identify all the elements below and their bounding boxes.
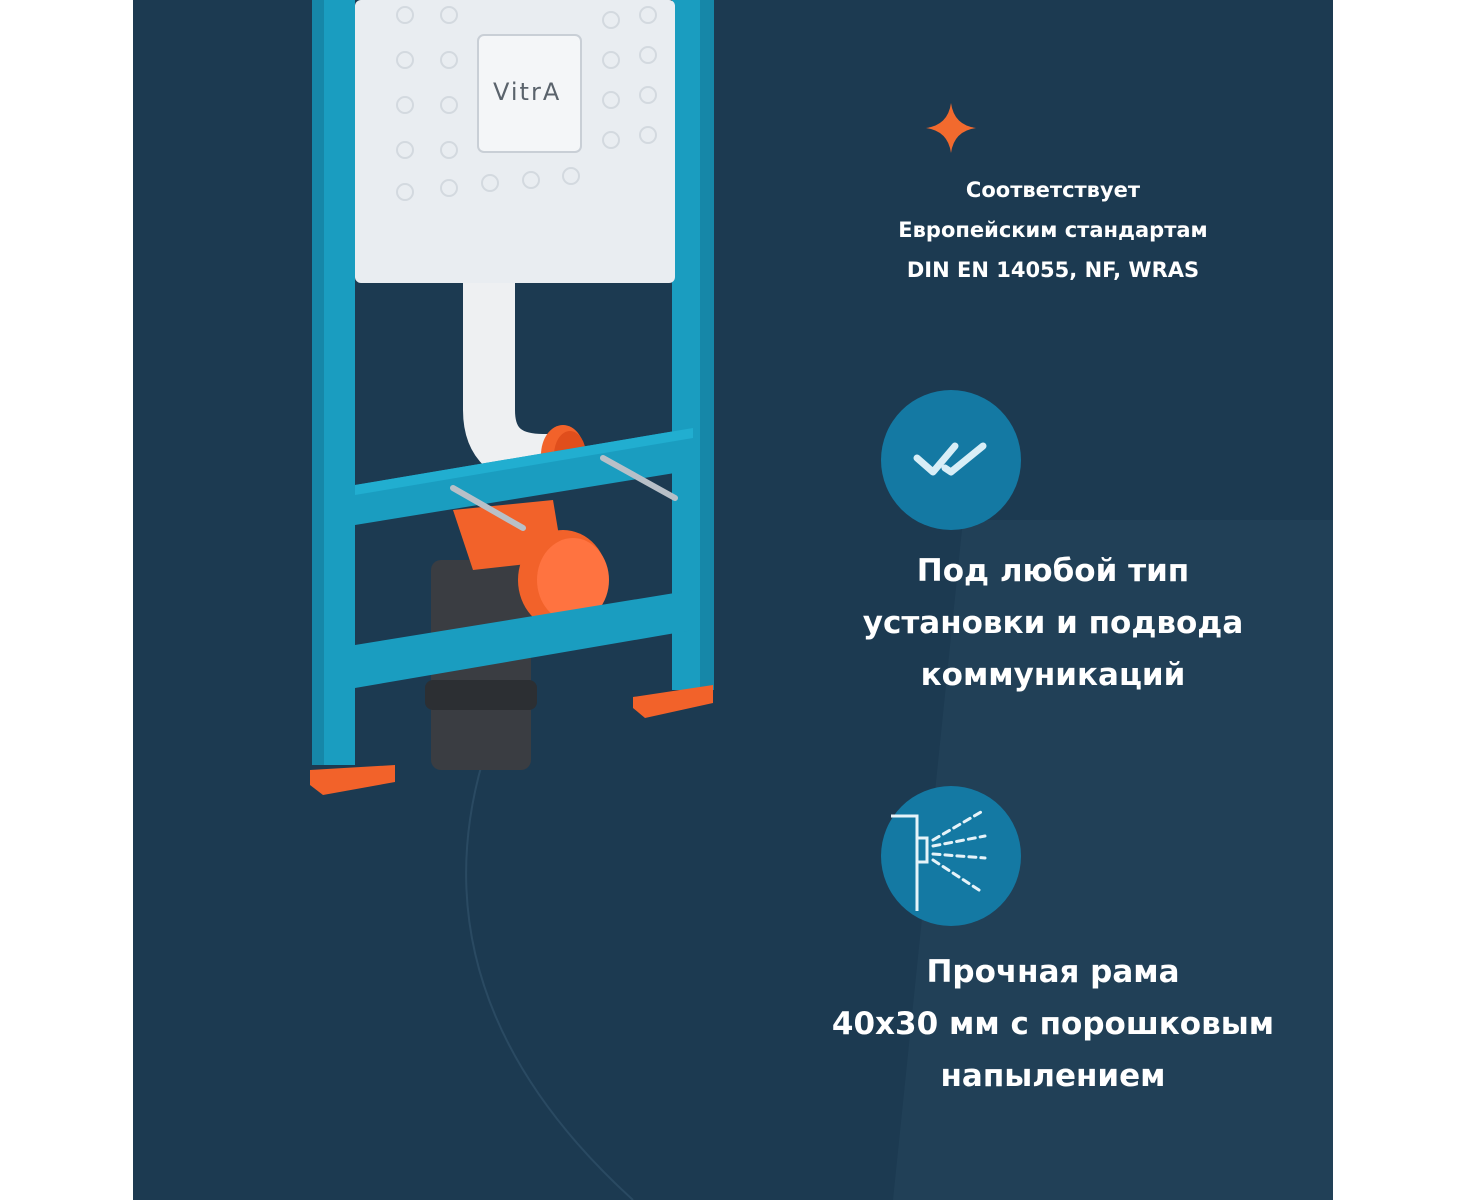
feature-line: DIN EN 14055, NF, WRAS xyxy=(906,258,1200,282)
spray-coating-icon xyxy=(881,786,1021,926)
feature-line: установки и подвода xyxy=(862,605,1244,641)
feature-line: коммуникаций xyxy=(920,657,1186,693)
feature-line: Прочная рама xyxy=(926,954,1180,990)
brand-logo: VitrA xyxy=(493,78,562,106)
feature-line: Соответствует xyxy=(965,178,1141,202)
feature-line: Европейским стандартам xyxy=(898,218,1208,242)
installation-frame-illustration xyxy=(310,0,714,795)
feature-frame-text: Прочная рама 40x30 мм с порошковым напыл… xyxy=(733,946,1333,1102)
feature-installation-text: Под любой тип установки и подвода коммун… xyxy=(733,545,1333,701)
sparkle-icon xyxy=(926,103,976,153)
feature-standards-text: Соответствует Европейским стандартам DIN… xyxy=(733,170,1333,290)
background-decoration xyxy=(465,520,1333,1200)
feature-line: Под любой тип xyxy=(916,553,1190,589)
double-check-icon xyxy=(881,390,1021,530)
feature-line: 40x30 мм с порошковым xyxy=(831,1006,1275,1042)
feature-line: напылением xyxy=(940,1058,1166,1094)
product-banner: VitrA Соответствует Европейским стандарт… xyxy=(133,0,1333,1200)
